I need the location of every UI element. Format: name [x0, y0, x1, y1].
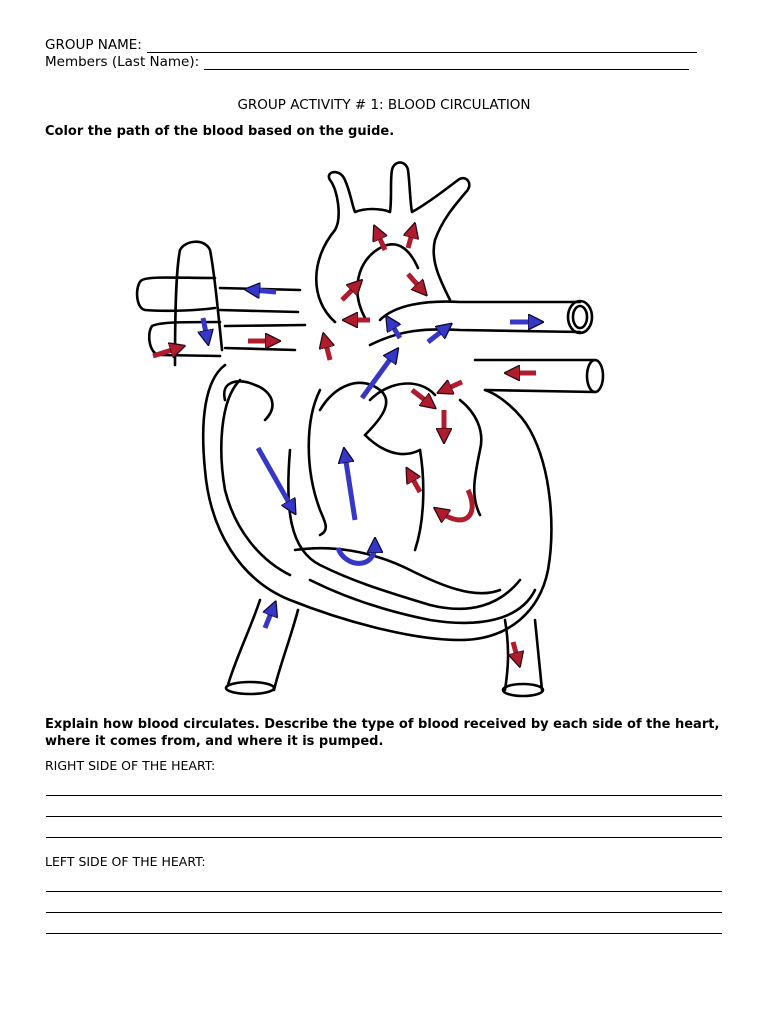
right-side-answer-line[interactable] [46, 837, 722, 838]
page-title: GROUP ACTIVITY # 1: BLOOD CIRCULATION [237, 97, 531, 113]
blue-arrow [265, 608, 273, 629]
red-arrow [325, 340, 330, 361]
right-side-label: RIGHT SIDE OF THE HEART: [45, 758, 216, 773]
left-side-answer-line[interactable] [46, 933, 722, 934]
deoxygenated-blood-arrows [203, 290, 536, 629]
left-side-label: LEFT SIDE OF THE HEART: [45, 854, 206, 869]
members-field[interactable] [204, 57, 690, 70]
group-name-label: GROUP NAME: [45, 37, 142, 53]
red-arrow [152, 348, 178, 359]
right-side-answer-line[interactable] [46, 816, 722, 817]
heart-diagram [135, 161, 605, 698]
red-arrow [513, 641, 518, 660]
blue-arrow [252, 290, 277, 292]
red-arrow [410, 474, 423, 494]
blue-arrow [359, 354, 394, 400]
blue-arrow [426, 328, 446, 344]
question-line-2: where it comes from, and where it is pum… [45, 734, 384, 749]
group-name-row: GROUP NAME: [45, 37, 697, 53]
blue-arrow [345, 455, 358, 521]
left-side-answer-line[interactable] [46, 891, 722, 892]
members-label: Members (Last Name): [45, 54, 200, 70]
red-arrow [340, 285, 357, 302]
group-name-field[interactable] [146, 40, 697, 53]
heart-outline [135, 161, 605, 698]
red-arrow [408, 230, 413, 249]
blue-arrow [203, 317, 207, 338]
red-arrow [406, 272, 422, 290]
red-arrow [377, 232, 385, 252]
right-side-answer-line[interactable] [46, 795, 722, 796]
members-row: Members (Last Name): [45, 54, 690, 70]
instruction-text: Color the path of the blood based on the… [45, 124, 395, 139]
red-curved-arrow [440, 488, 475, 520]
blue-arrow [390, 322, 403, 340]
left-side-answer-line[interactable] [46, 912, 722, 913]
question-line-1: Explain how blood circulates. Describe t… [45, 717, 720, 732]
red-arrow [444, 382, 464, 390]
oxygenated-blood-arrows [152, 230, 536, 660]
blue-arrow [255, 446, 292, 508]
blue-curved-arrow [335, 545, 375, 566]
red-arrow [410, 388, 430, 404]
